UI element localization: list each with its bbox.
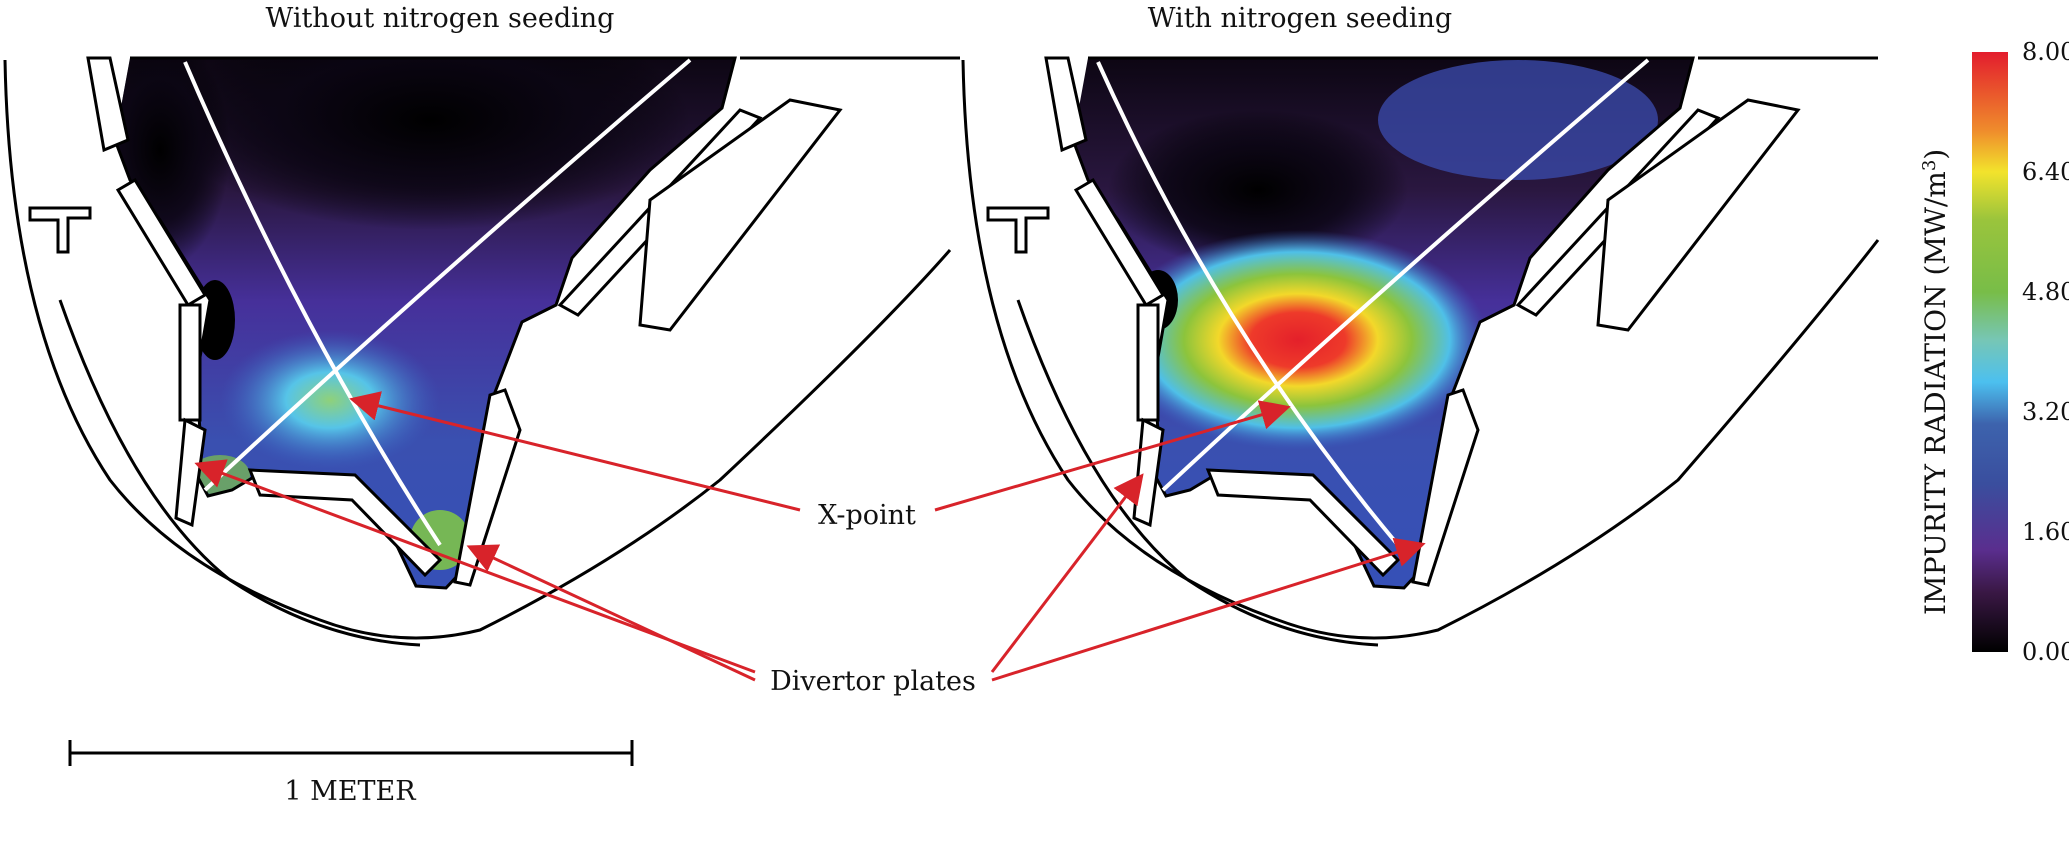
colorbar-tick: 4.80 — [2022, 278, 2069, 306]
scale-bar-label: 1 METER — [284, 776, 416, 807]
divertor-structures-left — [28, 56, 960, 587]
panel-title-right: With nitrogen seeding — [1148, 3, 1452, 34]
arrow-x-point-left — [349, 391, 801, 512]
colorbar-label-main: IMPURITY RADIATION (MW/m — [1919, 171, 1952, 615]
arrow-divertor-right-outer — [991, 537, 1426, 682]
colorbar-label: IMPURITY RADIATION (MW/m3) — [1919, 149, 1952, 615]
colorbar-tick: 6.40 — [2022, 158, 2069, 186]
panel-with-seeding — [961, 56, 1880, 647]
vessel-outline-right — [961, 59, 1880, 647]
arrow-divertor-right-inner — [990, 473, 1144, 673]
separatrix-line — [1096, 61, 1400, 547]
separatrix-line — [183, 61, 442, 547]
separatrix-line — [1161, 58, 1650, 492]
colorbar-tick: 0.00 — [2022, 638, 2069, 666]
annotation-arrows — [194, 391, 1426, 682]
colorbar-label-sup: 3 — [1919, 160, 1940, 171]
label-x-point: X-point — [818, 500, 916, 531]
panel-without-seeding — [3, 56, 960, 647]
colorbar — [1972, 52, 2008, 652]
colorbar-tick: 1.60 — [2022, 518, 2069, 546]
arrow-divertor-left-outer — [466, 544, 756, 682]
colorbar-ticks: 8.00 6.40 4.80 3.20 1.60 0.00 — [2022, 38, 2069, 666]
scale-bar — [68, 740, 634, 766]
separatrix-line — [203, 58, 692, 492]
panel-title-left: Without nitrogen seeding — [266, 3, 615, 34]
arrow-x-point-right — [934, 400, 1291, 512]
colorbar-label-end: ) — [1919, 149, 1952, 160]
colorbar-tick: 8.00 — [2022, 38, 2069, 66]
label-divertor-plates: Divertor plates — [770, 666, 976, 697]
colorbar-tick: 3.20 — [2022, 398, 2069, 426]
vessel-outline-left — [3, 59, 952, 647]
